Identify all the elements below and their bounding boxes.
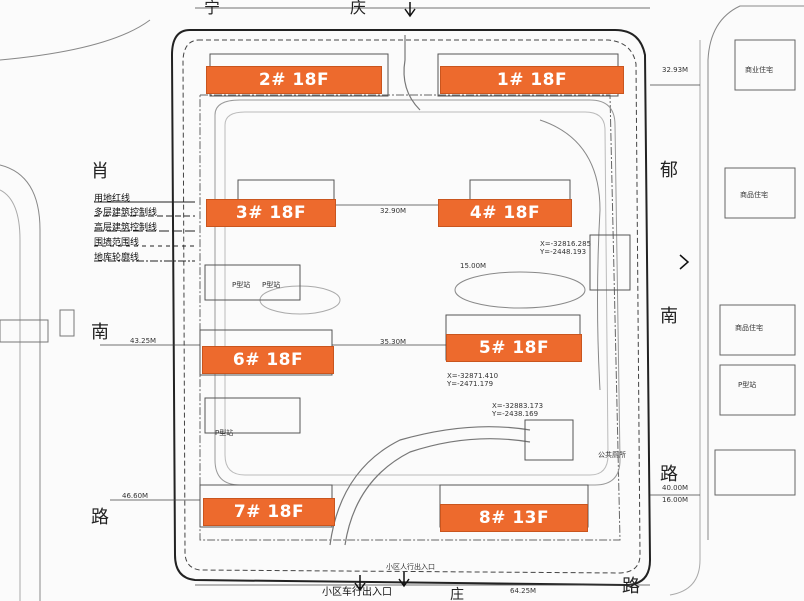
fire-lane-inner — [224, 111, 609, 476]
road-right-char-2: 南 — [660, 306, 678, 327]
coord-5: X=-32883.173 — [492, 402, 544, 410]
road-bottom-char-2: 庄 — [450, 587, 464, 601]
neighbor-1 — [734, 39, 796, 91]
public-toilet-label: 公共厕所 — [598, 451, 626, 459]
p-station-label-4: P型站 — [738, 381, 757, 389]
road-bottom-char-1: 路 — [622, 576, 640, 597]
p-station-label-3: P型站 — [215, 429, 234, 437]
wall-line — [182, 39, 641, 574]
road-right-char-1: 郁 — [660, 160, 678, 181]
vehicle-entrance-label: 小区车行出入口 — [322, 587, 392, 598]
dimension-4: 43.25M — [130, 337, 157, 345]
dimension-3: 15.00M — [460, 262, 487, 270]
road-right-char-3: 路 — [660, 464, 678, 485]
left-block — [0, 319, 49, 343]
station-box-3 — [524, 419, 574, 461]
building-8-label: 8# 13F — [440, 504, 588, 532]
building-7-label: 7# 18F — [203, 498, 335, 526]
entrance-arrow-pedestrian — [398, 572, 410, 588]
coord-2: Y=-2448.193 — [540, 248, 587, 256]
building-2-label: 2# 18F — [206, 66, 382, 94]
station-box-1 — [204, 264, 301, 301]
station-box-2 — [204, 397, 301, 434]
neighbor-5 — [714, 449, 796, 496]
legend-basement-outline: 地库轮廓线 — [94, 253, 140, 263]
road-curve-right-2 — [669, 40, 701, 596]
coord-1: X=-32816.285 — [540, 240, 592, 248]
path-curve-3 — [403, 35, 421, 111]
road-curve-right — [707, 5, 804, 540]
dimension-7: 32.93M — [662, 66, 689, 74]
pedestrian-entrance-label: 小区人行出入口 — [386, 563, 435, 571]
road-left-char-2: 南 — [91, 322, 109, 343]
road-curve-left-3 — [0, 189, 21, 601]
north-arrow — [404, 2, 416, 18]
entrance-arrow-vehicle — [354, 575, 366, 592]
legend-site-red-line: 用地红线 — [94, 194, 131, 204]
legend-multi-storey-control: 多层建筑控制线 — [94, 208, 158, 218]
dimension-5: 46.60M — [122, 492, 149, 500]
neighbor-4 — [719, 364, 796, 416]
p-station-label-2: P型站 — [262, 281, 281, 289]
road-top-char-1: 宁 — [204, 0, 221, 17]
road-left-char-3: 路 — [91, 507, 109, 528]
basement-outline — [199, 94, 621, 541]
dimension-6: 64.25M — [510, 587, 537, 595]
building-4-label: 4# 18F — [438, 199, 572, 227]
plaza-ellipse — [454, 271, 586, 309]
road-left-char-1: 肖 — [91, 161, 109, 182]
road-curve-left — [0, 19, 151, 61]
coord-4: Y=-2471.179 — [447, 380, 494, 388]
coord-6: Y=-2438.169 — [492, 410, 539, 418]
building-3-label: 3# 18F — [206, 199, 336, 227]
building-5-label: 5# 18F — [446, 334, 582, 362]
dimension-2: 35.30M — [380, 338, 407, 346]
road-top-char-2: 庆 — [350, 0, 367, 17]
neighbor-2 — [724, 167, 796, 219]
building-1-label: 1# 18F — [440, 66, 624, 94]
dimension-1: 32.90M — [380, 207, 407, 215]
neighbor-3 — [719, 304, 796, 356]
path-curve-1 — [329, 426, 531, 546]
coord-3: X=-32871.410 — [447, 372, 499, 380]
left-pillar — [59, 309, 75, 337]
right-arrow — [679, 254, 690, 270]
road-curve-left-2 — [0, 164, 41, 601]
legend-high-rise-control: 高层建筑控制线 — [94, 223, 158, 233]
p-station-label-1: P型站 — [232, 281, 251, 289]
commercial-label-3: 商品住宅 — [735, 324, 763, 332]
dimension-9: 16.00M — [662, 496, 689, 504]
commercial-label-1: 商业住宅 — [745, 66, 773, 74]
legend-wall-boundary: 围墙范围线 — [94, 238, 140, 248]
dimension-8: 40.00M — [662, 484, 689, 492]
path-curve-2 — [344, 438, 531, 546]
fire-lane — [214, 99, 621, 486]
path-curve-4 — [539, 119, 601, 391]
commercial-label-2: 商品住宅 — [740, 191, 768, 199]
building-6-label: 6# 18F — [202, 346, 334, 374]
station-box-4 — [589, 234, 631, 291]
